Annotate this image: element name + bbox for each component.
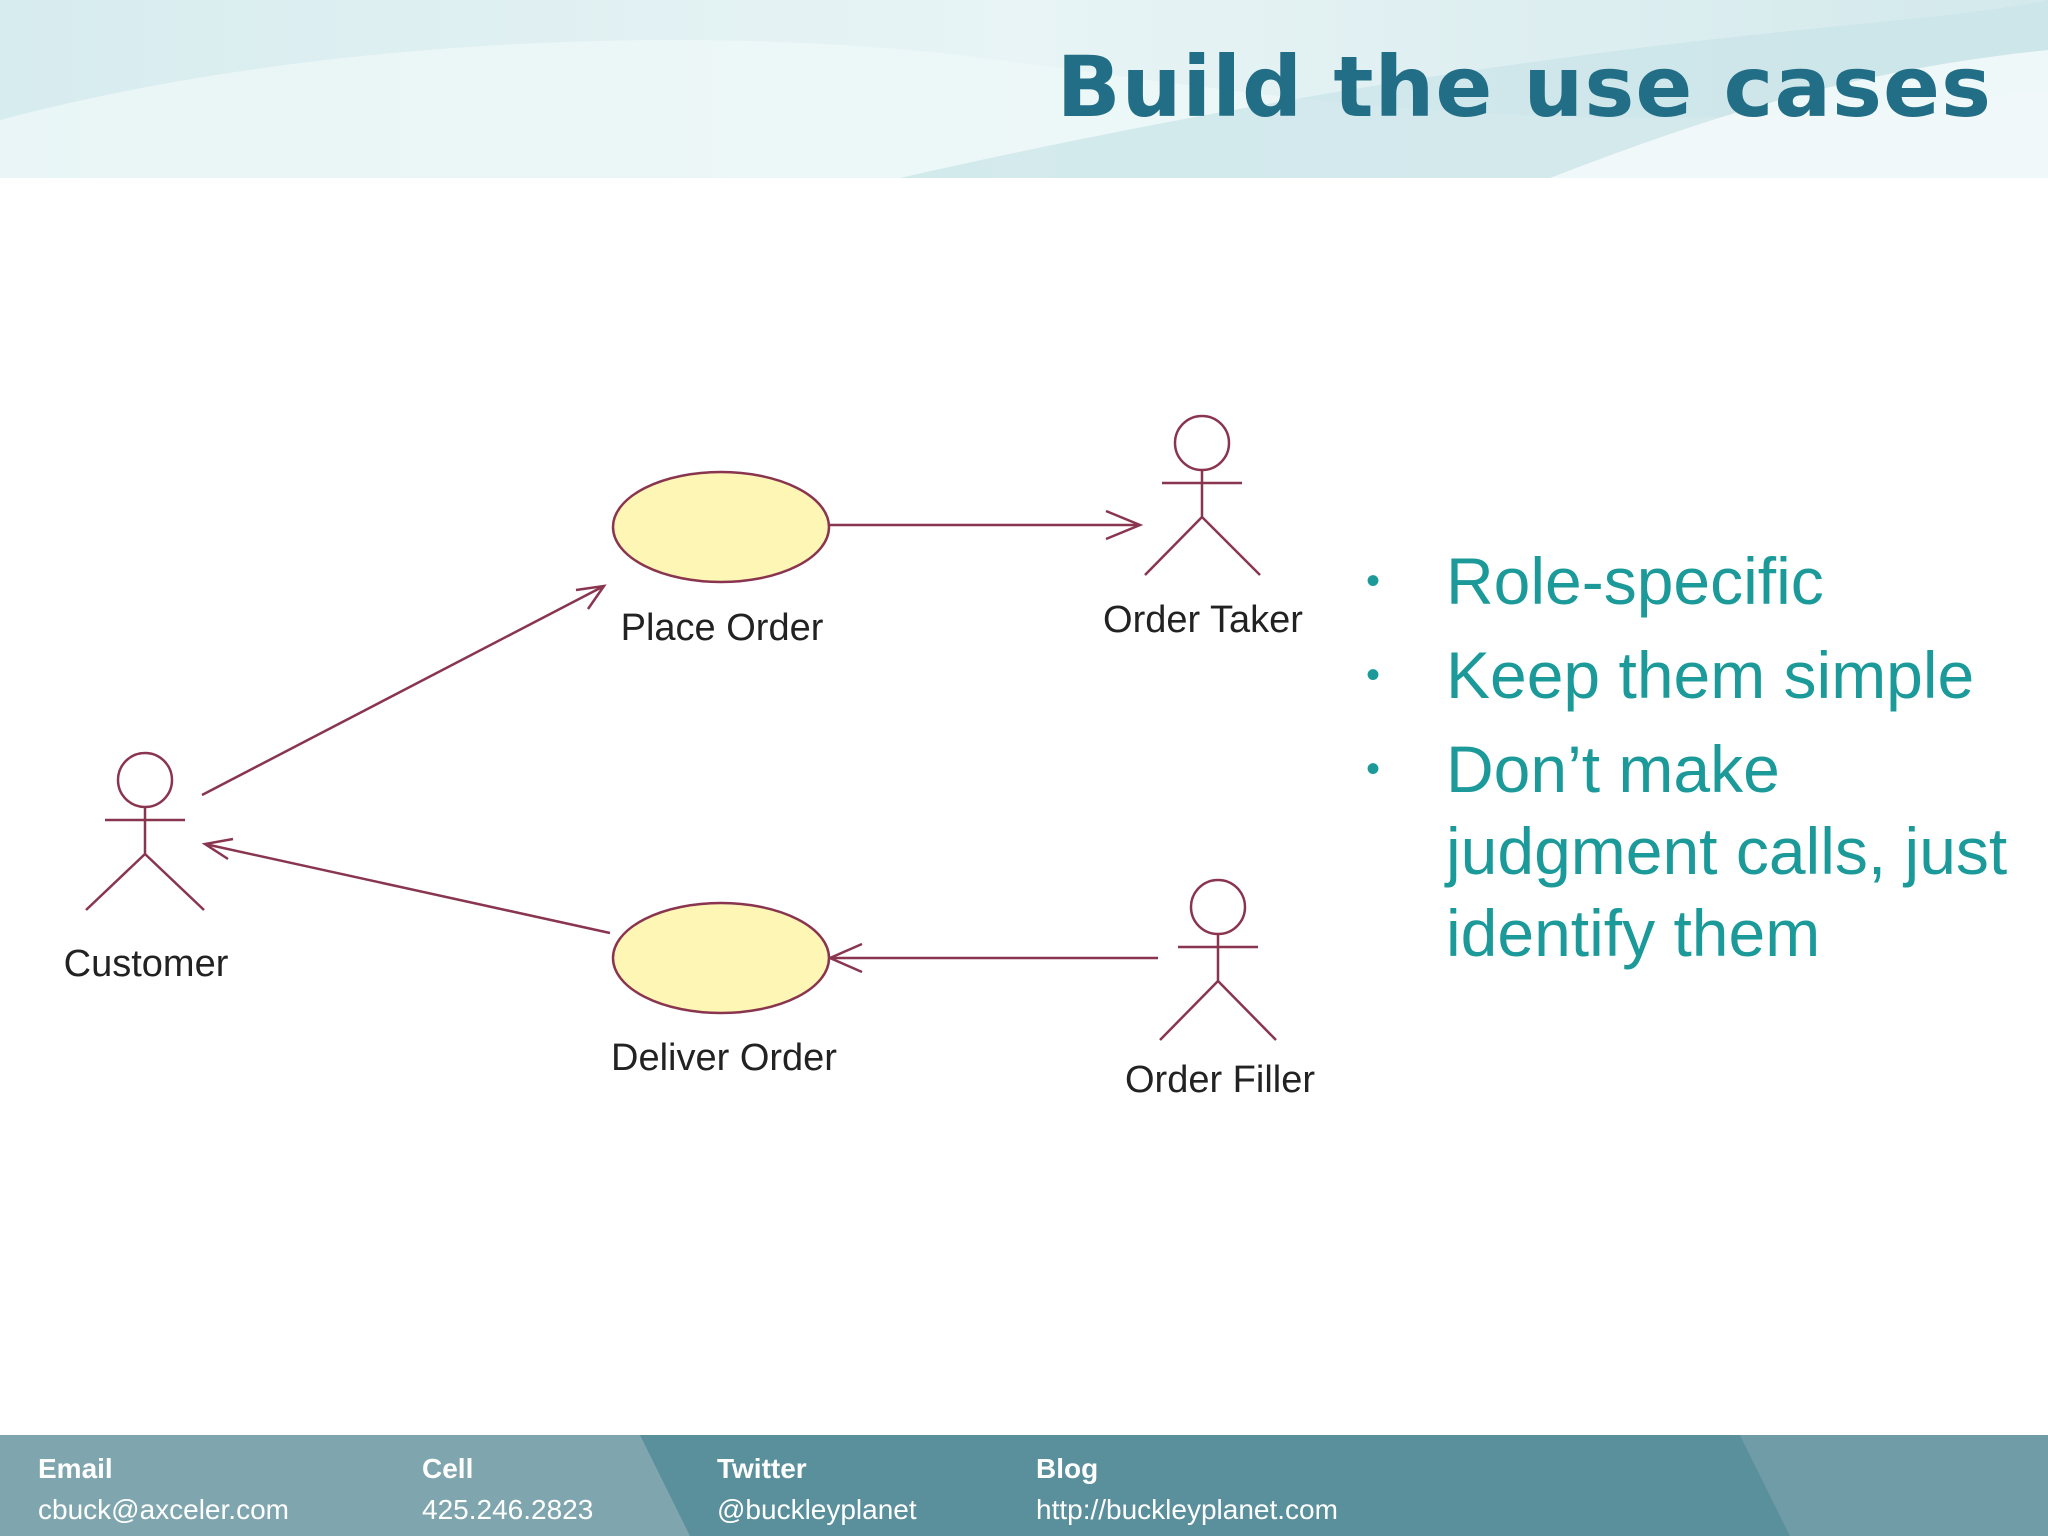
actor-customer-label: Customer [64,943,229,985]
bullet-dot-icon: • [1366,747,1381,791]
footer-blog: Blog http://buckleyplanet.com [1036,1449,1338,1531]
footer-twitter-label: Twitter [717,1453,807,1484]
bullet-text: Keep them simple [1446,638,1975,712]
bullet-list: • Role-specific • Keep them simple • Don… [1360,540,2020,986]
use-case-place-order-label: Place Order [621,607,824,649]
use-case-diagram: Place Order Deliver Order Customer Order… [64,414,1315,1101]
association-deliver-order-customer [201,837,611,935]
footer-twitter: Twitter @buckleyplanet [717,1449,917,1531]
bullet-item: • Keep them simple [1360,634,2020,716]
footer-blog-value[interactable]: http://buckleyplanet.com [1036,1494,1338,1525]
footer-background [0,1435,2048,1536]
actor-order-taker-label: Order Taker [1103,599,1303,641]
footer-band: Email cbuck@axceler.com Cell 425.246.282… [0,1435,2048,1536]
actor-customer-figure [85,751,205,911]
header-background [0,0,2048,178]
bullet-text: Don’t make judgment calls, just identify… [1446,732,2008,970]
association-place-order-order-taker [830,509,1144,541]
association-order-filler-deliver-order [826,942,1158,974]
footer-cell: Cell 425.246.2823 [422,1449,593,1531]
footer-email-label: Email [38,1453,113,1484]
header-band: Build the use cases [0,0,2048,178]
actor-order-filler-label: Order Filler [1125,1059,1315,1101]
bullet-dot-icon: • [1366,559,1381,603]
footer-email: Email cbuck@axceler.com [38,1449,289,1531]
use-case-deliver-order-oval [611,901,831,1015]
use-case-place-order-oval [611,470,831,584]
use-case-deliver-order-label: Deliver Order [611,1037,837,1079]
footer-twitter-value[interactable]: @buckleyplanet [717,1494,917,1525]
bullet-item: • Don’t make judgment calls, just identi… [1360,728,2020,974]
actor-order-filler-figure [1159,878,1277,1041]
slide-title: Build the use cases [1056,38,1992,136]
bullet-item: • Role-specific [1360,540,2020,622]
footer-blog-label: Blog [1036,1453,1099,1484]
footer-cell-value: 425.246.2823 [422,1494,594,1525]
footer-email-value[interactable]: cbuck@axceler.com [38,1494,289,1525]
bullet-dot-icon: • [1366,653,1381,697]
footer-cell-label: Cell [422,1453,474,1484]
association-customer-place-order [201,584,607,797]
bullet-text: Role-specific [1446,544,1824,618]
actor-order-taker-figure [1144,414,1261,576]
